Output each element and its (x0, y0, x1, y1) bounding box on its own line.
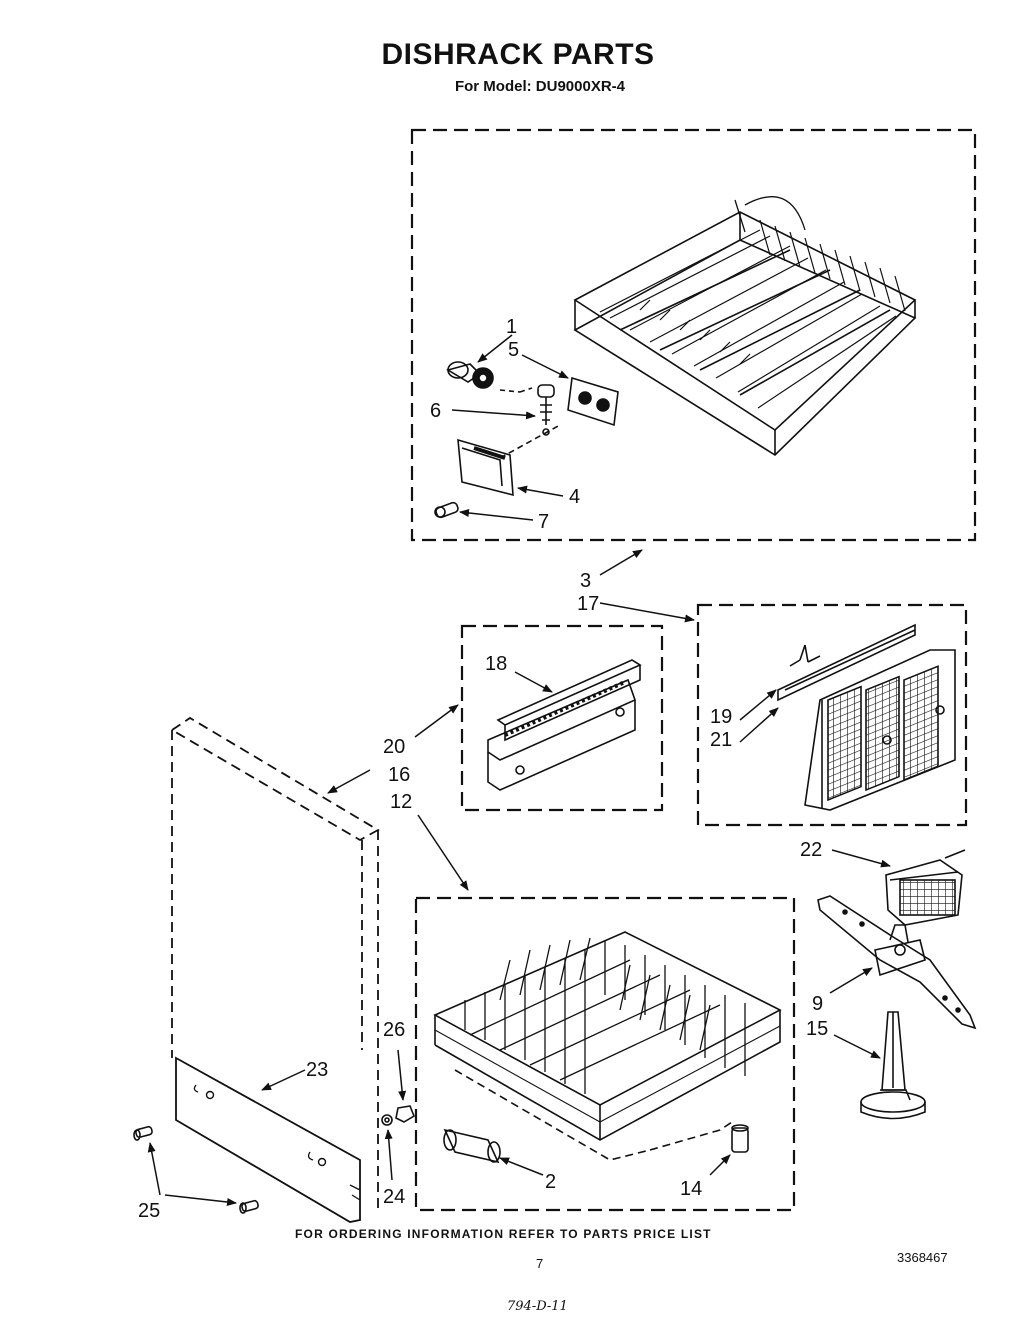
document-number: 3368467 (897, 1250, 948, 1265)
upper-leaders (451, 334, 569, 521)
callout-19: 19 (710, 706, 732, 728)
callout-24: 24 (383, 1186, 405, 1208)
screws (133, 1125, 259, 1214)
callout-18: 18 (485, 653, 507, 675)
rail-assembly-group: 18 20 (383, 624, 664, 812)
silverware-basket-group: 17 19 21 (577, 593, 968, 827)
page-number: 7 (536, 1256, 543, 1271)
silverware-basket (804, 649, 956, 811)
lower-rack-group: 12 2 (390, 791, 796, 1212)
callout-4: 4 (569, 486, 580, 508)
callout-21: 21 (710, 729, 732, 751)
callout-7: 7 (538, 511, 549, 533)
spray-tower (860, 1011, 926, 1120)
page-title: DISHRACK PARTS (381, 38, 655, 71)
callout-2: 2 (545, 1171, 556, 1193)
callout-22: 22 (800, 839, 822, 861)
callout-14: 14 (680, 1178, 702, 1200)
ordering-footer: FOR ORDERING INFORMATION REFER TO PARTS … (295, 1227, 712, 1241)
handwritten-note: 794-D-11 (507, 1299, 568, 1314)
callout-16: 16 (388, 764, 410, 786)
rack-adjuster-parts (434, 361, 619, 519)
upper-dishrack (573, 196, 917, 457)
callout-15: 15 (806, 1018, 828, 1040)
callout-9: 9 (812, 993, 823, 1015)
callout-23: 23 (306, 1059, 328, 1081)
basket-rail (777, 623, 916, 702)
door-panel (170, 716, 380, 1223)
callout-12: 12 (390, 791, 412, 813)
callout-1: 1 (506, 316, 517, 338)
cutlery-basket (885, 849, 966, 926)
rail-parts (487, 659, 642, 791)
leader-3 (599, 549, 643, 576)
upper-rack-group: 1 5 6 4 7 (410, 128, 977, 542)
model-subtitle: For Model: DU9000XR-4 (454, 78, 626, 95)
bushing (731, 1124, 749, 1153)
callout-3: 3 (580, 570, 591, 592)
nut-and-washer (381, 1105, 415, 1126)
callout-25: 25 (138, 1200, 160, 1222)
callout-17: 17 (577, 593, 599, 615)
callout-6: 6 (430, 400, 441, 422)
callout-26: 26 (383, 1019, 405, 1041)
spray-arm (817, 895, 977, 1030)
callout-5: 5 (508, 339, 519, 361)
rack-roller (443, 1128, 501, 1164)
callout-20: 20 (383, 736, 405, 758)
lower-dishrack (433, 931, 782, 1161)
